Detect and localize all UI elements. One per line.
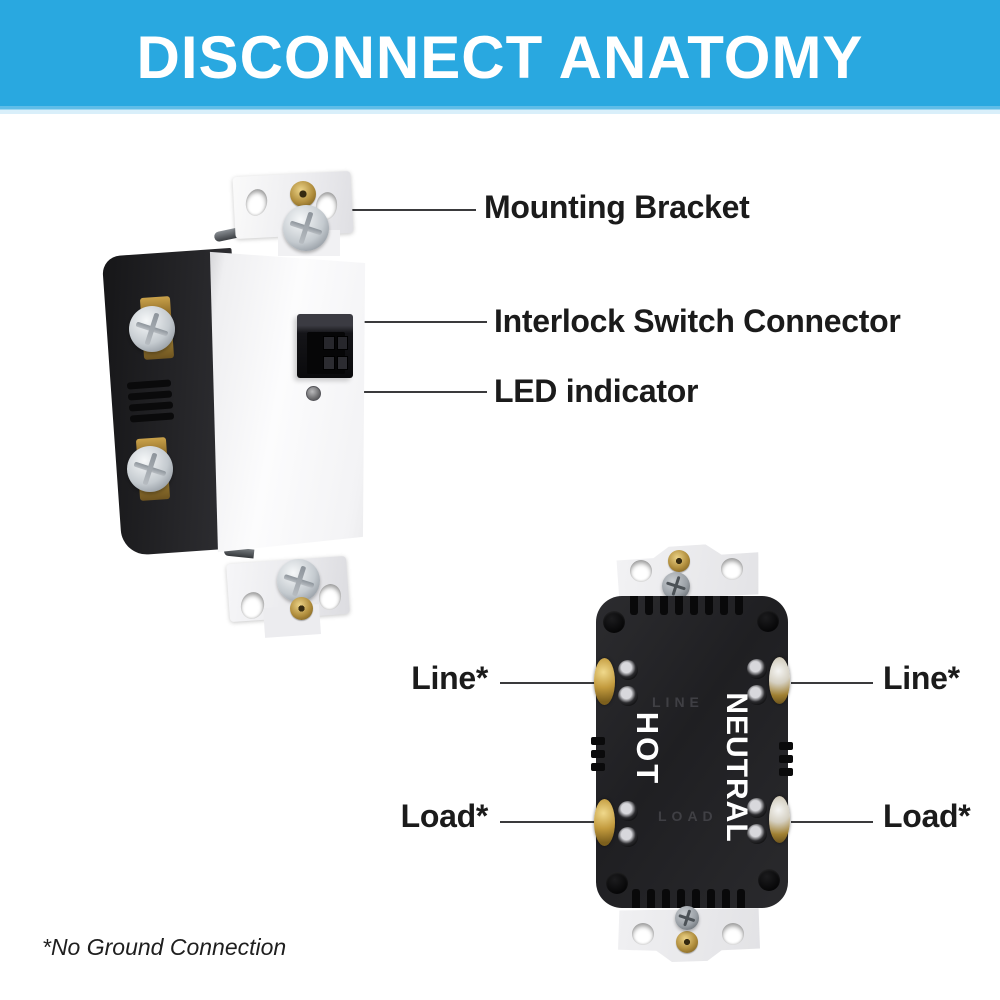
side-rib [591, 737, 605, 745]
interlock-connector-socket [297, 314, 353, 378]
connector-pin-slot [323, 356, 335, 370]
load-terminal-right [769, 796, 790, 843]
mounting-screw [283, 205, 329, 251]
vent-slot [660, 596, 668, 615]
vent-slot [645, 596, 653, 615]
vent-slot [675, 596, 683, 615]
bracket-hole [632, 923, 654, 945]
page-title: DISCONNECT ANATOMY [136, 23, 864, 91]
side-rib [779, 742, 793, 750]
brass-insert [668, 550, 690, 572]
load-left-label: Load* [400, 798, 489, 834]
line-right-label: Line* [883, 660, 960, 696]
terminal-screw-upper [129, 306, 175, 352]
terminal-clamp-hole [747, 824, 767, 844]
load-right-leader-line [791, 821, 873, 823]
terminal-clamp-hole [747, 659, 767, 679]
neutral-marking: NEUTRAL [720, 692, 753, 843]
vent-slot [677, 889, 685, 908]
vent-slot [737, 889, 745, 908]
vent-slot [692, 889, 700, 908]
hot-marking: HOT [630, 711, 665, 787]
terminal-clamp-hole [618, 801, 638, 821]
mounting-screw [277, 559, 320, 602]
terminal-screw-lower [127, 446, 173, 492]
bracket-hole [721, 558, 743, 580]
mounting-screw [675, 906, 699, 930]
terminal-clamp-hole [618, 660, 638, 680]
led-leader-line [322, 391, 487, 393]
side-rib [591, 763, 605, 771]
title-banner: DISCONNECT ANATOMY [0, 0, 1000, 114]
interlock-leader-line [356, 321, 487, 323]
vent-slot [690, 596, 698, 615]
line-right-leader-line [791, 682, 873, 684]
brass-insert [290, 181, 316, 207]
line-left-leader-line [500, 682, 610, 684]
terminal-clamp-hole [618, 686, 638, 706]
corner-screw-hole [603, 611, 625, 633]
mounting-screw [662, 572, 690, 600]
terminal-clamp-hole [618, 827, 638, 847]
bracket-hole [722, 923, 744, 945]
led-label: LED indicator [494, 373, 699, 409]
load-embossed-marking: LOAD [658, 808, 718, 824]
footnote: *No Ground Connection [42, 934, 287, 960]
interlock-label: Interlock Switch Connector [494, 303, 901, 339]
connector-pin-slot [323, 336, 335, 350]
load-right-label: Load* [883, 798, 971, 834]
line-terminal-left [594, 658, 615, 705]
side-rib [591, 750, 605, 758]
vent-slot [720, 596, 728, 615]
vent-slot [722, 889, 730, 908]
connector-pin-slot [337, 336, 348, 350]
vent-slot [705, 596, 713, 615]
back-device-body [596, 596, 788, 908]
load-terminal-left [594, 799, 615, 846]
corner-screw-hole [758, 869, 780, 891]
mounting-bracket-leader-line [346, 209, 476, 211]
corner-screw-hole [606, 872, 628, 894]
terminal-clamp-hole [747, 798, 767, 818]
brass-insert [676, 931, 698, 953]
side-rib [779, 768, 793, 776]
line-terminal-right [769, 657, 790, 704]
load-left-leader-line [500, 821, 608, 823]
terminal-clamp-hole [747, 685, 767, 705]
side-rib [779, 755, 793, 763]
vent-slot [647, 889, 655, 908]
vent-slot [632, 889, 640, 908]
vent-slot [707, 889, 715, 908]
led-indicator-dot [306, 386, 321, 401]
mounting-bracket-label: Mounting Bracket [484, 189, 750, 225]
connector-pin-slot [337, 356, 348, 370]
vent-slot [630, 596, 638, 615]
vent-slot [662, 889, 670, 908]
line-embossed-marking: LINE [652, 694, 704, 710]
vent-slot [735, 596, 743, 615]
brass-insert [290, 597, 313, 620]
bracket-hole [630, 560, 652, 582]
faceplate [209, 251, 366, 553]
line-left-label: Line* [411, 660, 488, 696]
corner-screw-hole [757, 610, 779, 632]
